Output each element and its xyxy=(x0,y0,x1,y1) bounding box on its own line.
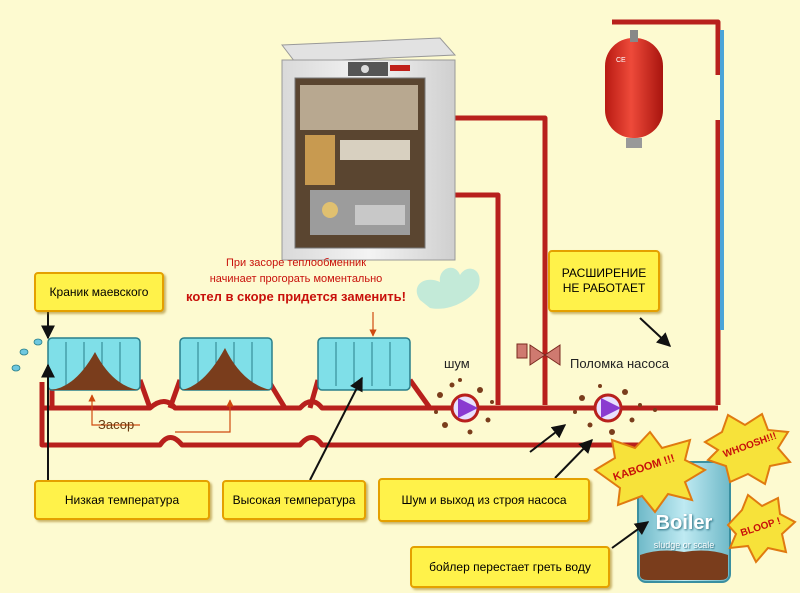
pipe-boiler-outlet-1 xyxy=(455,115,548,405)
note-line-3: котел в скоре придется заменить! xyxy=(186,288,406,304)
pipe-rad1-right xyxy=(137,379,153,409)
pipe-boiler-outlet-2 xyxy=(455,192,501,405)
note-line-1: При засоре теплообменник xyxy=(225,257,367,269)
note-line-2: начинает прогорать моментально xyxy=(209,272,383,285)
pipe-tank-riser xyxy=(612,19,721,75)
pointer-arrows xyxy=(41,312,672,549)
label-low-temperature: Низкая температура xyxy=(34,480,210,520)
steam-puff xyxy=(416,267,480,309)
radiator-1 xyxy=(47,337,141,391)
label-expansion-not-working: РАСШИРЕНИЕ НЕ РАБОТАЕТ xyxy=(548,250,660,312)
boiler-subtitle: sludge or scale xyxy=(653,540,715,550)
radiator-2 xyxy=(179,337,273,391)
gas-boiler-unit xyxy=(281,37,457,261)
pipe-supply-main xyxy=(39,382,718,411)
text-pump-failure: Поломка насоса xyxy=(570,356,670,371)
water-drops xyxy=(11,338,43,372)
label-boiler-stops-heating: бойлер перестает греть воду xyxy=(410,546,610,588)
pump-2 xyxy=(593,393,623,423)
pipe-rad2-left xyxy=(167,379,183,409)
label-pump-noise: Шум и выход из строя насоса xyxy=(378,478,590,522)
sludge-deposit xyxy=(50,352,138,390)
pump-1 xyxy=(450,393,480,423)
sludge-deposit xyxy=(182,348,270,390)
expansion-tank: CE xyxy=(605,30,663,148)
pipe-return-main xyxy=(39,408,640,448)
valve xyxy=(516,343,561,366)
text-clog: Засор xyxy=(98,417,135,432)
tank-marking: CE xyxy=(616,57,626,64)
label-expansion-line1: РАСШИРЕНИЕ xyxy=(561,266,647,280)
burst-bloop xyxy=(726,493,797,564)
label-maevsky-valve: Краник маевского xyxy=(34,272,164,312)
burst-kaboom xyxy=(593,430,708,514)
label-high-temperature: Высокая температура xyxy=(222,480,366,520)
pipes xyxy=(39,19,721,448)
pipe-rad3-left xyxy=(307,379,321,409)
clog-arrows xyxy=(88,312,377,433)
pipe-rad3-right xyxy=(407,378,433,410)
debris-particles xyxy=(434,378,657,435)
text-noise: шум xyxy=(444,356,470,371)
burst-whoosh xyxy=(703,412,792,486)
radiator-3 xyxy=(317,337,411,391)
boiler-title: Boiler xyxy=(655,512,713,534)
note-heat-exchanger: При засоре теплообменник начинает прогор… xyxy=(176,256,416,307)
label-expansion-line2: НЕ РАБОТАЕТ xyxy=(562,281,646,295)
